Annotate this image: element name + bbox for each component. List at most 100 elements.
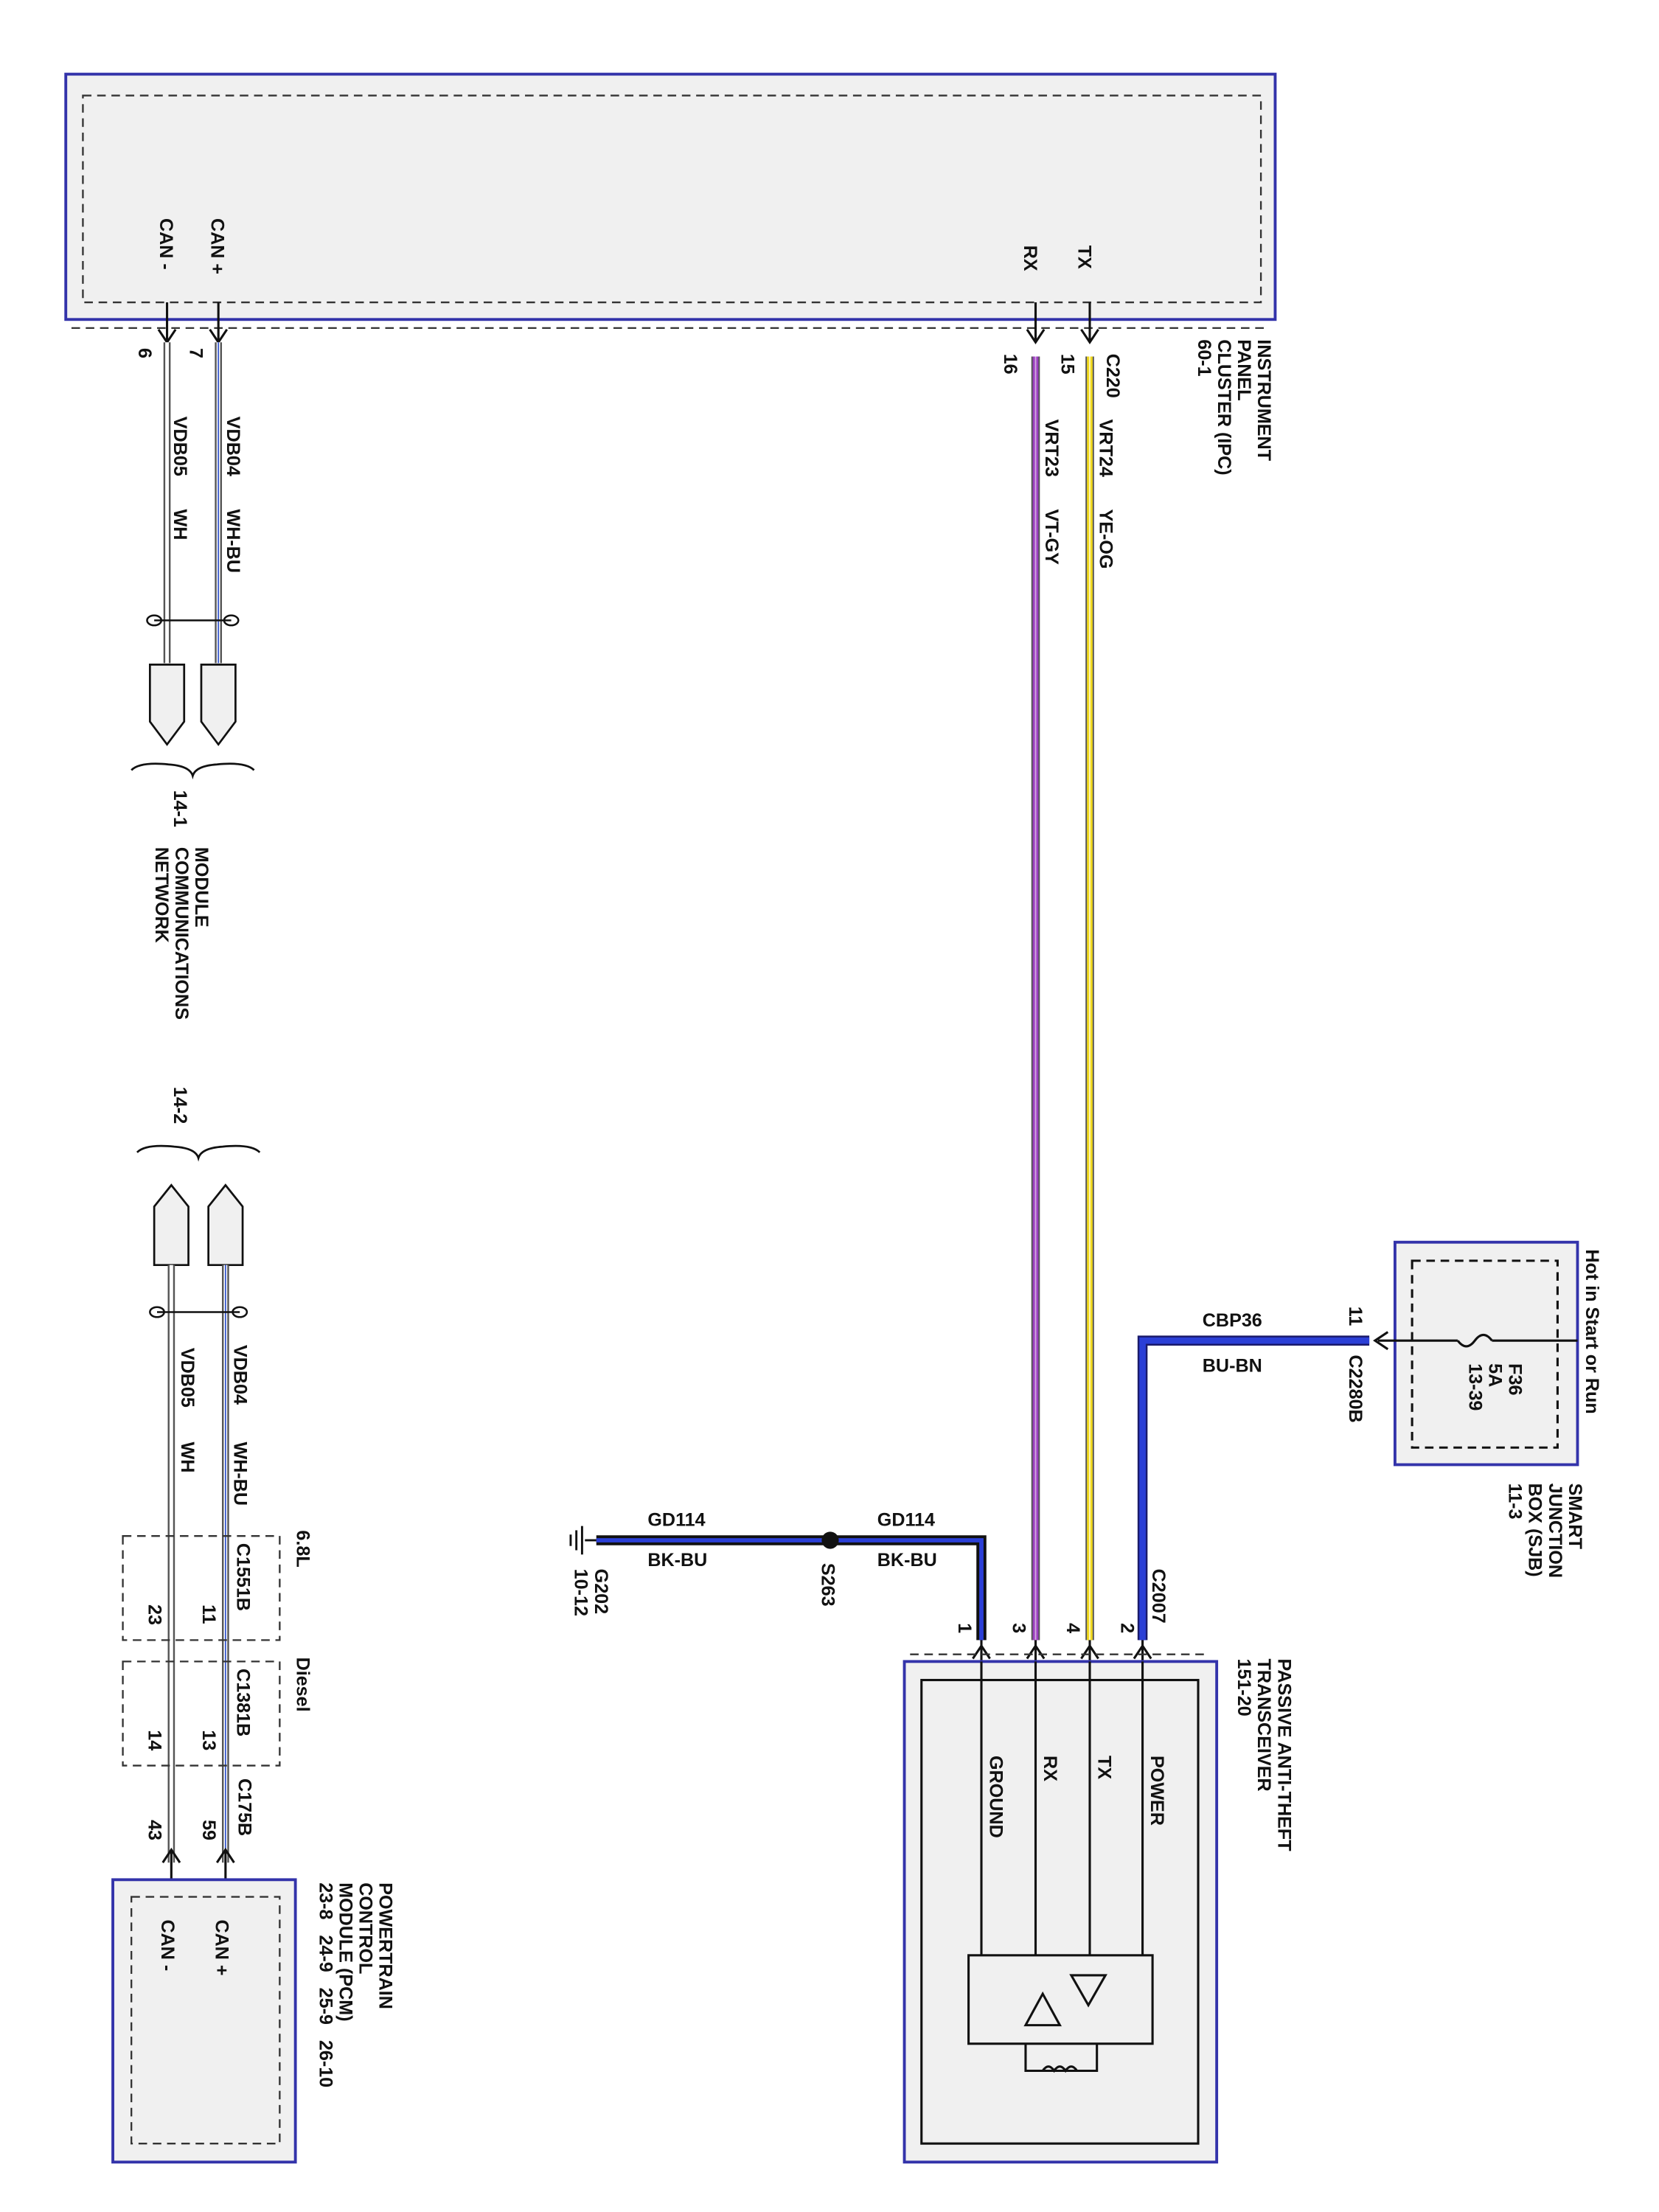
pcm-pin-number-43: 43: [144, 1820, 164, 1840]
sjb-name-line-1: SMART: [1565, 1484, 1585, 1550]
c1381b-pin-13: 13: [198, 1730, 219, 1750]
wire-vrt24-circuit: VRT24: [1096, 420, 1116, 477]
wire-gd114-circuit-left: GD114: [647, 1510, 705, 1531]
c1551b-connector: C1551B: [232, 1543, 253, 1611]
wire-cbp36: [1137, 1335, 1370, 1641]
sjb-name-line-4: 11-3: [1505, 1484, 1526, 1520]
splice-s263: [821, 1531, 839, 1549]
c1551b-pin-11: 11: [198, 1604, 219, 1624]
pats-pin-tx: TX: [1094, 1756, 1115, 1779]
ground-symbol-g202: [569, 1526, 597, 1555]
wire-gd114-color-right: BK-BU: [877, 1550, 937, 1571]
fuse-ref: 13-39: [1465, 1363, 1486, 1411]
can-wires-top: [146, 342, 240, 664]
rx-tx-wires: [1031, 356, 1094, 1641]
c1381b-connector: C1381B: [232, 1669, 253, 1736]
ipc-pin-number-16: 16: [1000, 354, 1020, 375]
wire-cbp36-color: BU-BN: [1203, 1356, 1262, 1377]
pcm-pin-can-plus: CAN +: [211, 1919, 232, 1975]
network-ref-bottom: 14-2: [170, 1087, 190, 1124]
ipc-pin-rx: RX: [1020, 246, 1040, 271]
wire-vdb05-color-top: WH: [170, 509, 190, 540]
fuse-id: F36: [1505, 1363, 1526, 1395]
ipc-label: INSTRUMENT PANEL CLUSTER (IPC) 60-1: [1194, 339, 1274, 475]
ipc-name-line-3: CLUSTER (IPC): [1214, 339, 1234, 475]
pcm-name-line-1: POWERTRAIN: [375, 1882, 396, 2009]
sjb-header: Hot in Start or Run: [1582, 1249, 1602, 1413]
wire-gd114-circuit-right: GD114: [877, 1510, 935, 1531]
ipc-name-line-1: INSTRUMENT: [1253, 339, 1274, 461]
splice-id: S263: [817, 1563, 838, 1607]
pcm-connector-c175b: C175B: [234, 1778, 254, 1836]
network-label-line-3: NETWORK: [151, 847, 172, 943]
pats-name-line-3: 151-20: [1234, 1659, 1254, 1717]
pcm-name-line-3: MODULE (PCM): [335, 1882, 356, 2021]
ipc-pin-number-7: 7: [185, 348, 206, 358]
pcm-pin-number-59: 59: [198, 1820, 219, 1840]
c1381b-variant: Diesel: [293, 1658, 313, 1712]
network-arrows-top: [148, 664, 237, 746]
wire-vdb05-circuit-top: VDB05: [170, 417, 190, 476]
pats-pin-ground: GROUND: [986, 1756, 1006, 1838]
pcm-label: POWERTRAIN CONTROL MODULE (PCM) 23-8 24-…: [316, 1882, 396, 2087]
c1551b-variant: 6.8L: [293, 1530, 313, 1567]
sjb-pin-11: 11: [1345, 1307, 1366, 1326]
sjb-name-line-2: JUNCTION: [1545, 1484, 1565, 1578]
pats-pin-number-2: 2: [1117, 1623, 1138, 1633]
pats-label: PASSIVE ANTI-THEFT TRANSCEIVER 151-20: [1234, 1659, 1294, 1852]
pats-pin-number-1: 1: [954, 1623, 975, 1633]
inline-connector-c1551b: [122, 1535, 281, 1641]
ipc-module: [64, 72, 1277, 330]
pcm-name-line-2: CONTROL: [355, 1882, 376, 1974]
can-wires-bottom: [149, 1265, 248, 1863]
sjb-module: [1393, 1240, 1579, 1467]
pats-pin-rx: RX: [1040, 1756, 1060, 1781]
pcm-module: [111, 1878, 297, 2164]
pats-terminals: [972, 1640, 1152, 1662]
network-label-line-1: MODULE: [191, 847, 212, 928]
wire-vdb04-color-bottom: WH-BU: [229, 1442, 250, 1506]
network-brace-bottom: [136, 1144, 261, 1162]
pats-module: [902, 1653, 1219, 2164]
c1381b-pin-14: 14: [144, 1730, 164, 1750]
wire-vdb04-color-top: WH-BU: [223, 509, 243, 574]
ipc-pin-can-plus: CAN +: [207, 218, 228, 274]
pats-connector-c2007: C2007: [1148, 1569, 1169, 1624]
pats-pin-number-4: 4: [1062, 1623, 1083, 1633]
c1551b-pin-23: 23: [144, 1604, 164, 1625]
sjb-connector-c2280b: C2280B: [1345, 1355, 1366, 1423]
network-brace-top: [131, 762, 255, 780]
pcm-name-line-4: 23-8 24-9 25-9 26-10: [316, 1882, 336, 2087]
inline-connector-c1381b: [122, 1660, 281, 1767]
sjb-name-line-3: BOX (SJB): [1525, 1484, 1545, 1577]
pats-pin-number-3: 3: [1009, 1623, 1029, 1633]
wire-vdb04-circuit-bottom: VDB04: [229, 1345, 250, 1405]
network-ref-top: 14-1: [170, 790, 190, 827]
ipc-pin-can-minus: CAN -: [156, 218, 176, 270]
wire-vdb05-circuit-bottom-label: VDB05: [177, 1348, 198, 1408]
fuse-rating: 5A: [1485, 1363, 1506, 1387]
wire-gd114: [596, 1535, 987, 1641]
ipc-pin-number-6: 6: [134, 348, 155, 358]
wire-vdb05-color-bottom: WH: [177, 1442, 198, 1473]
pats-name-line-2: TRANSCEIVER: [1253, 1659, 1274, 1792]
ipc-pin-number-15: 15: [1057, 354, 1077, 375]
wire-cbp36-circuit: CBP36: [1203, 1310, 1262, 1331]
network-arrows-bottom: [153, 1183, 244, 1267]
ipc-pin-tx: TX: [1074, 246, 1095, 269]
wire-vrt23-color: VT-GY: [1041, 509, 1062, 566]
ipc-connector-c220: C220: [1102, 354, 1123, 398]
wire-vrt24-color: YE-OG: [1096, 509, 1116, 569]
fuse-f36: [1373, 1331, 1578, 1351]
pats-pin-power: POWER: [1147, 1756, 1167, 1826]
ground-ref: 10-12: [571, 1569, 591, 1616]
ipc-name-line-2: PANEL: [1234, 339, 1254, 400]
network-label-line-2: COMMUNICATIONS: [171, 847, 192, 1020]
wire-vdb04-circuit-top: VDB04: [223, 417, 243, 476]
pats-name-line-1: PASSIVE ANTI-THEFT: [1273, 1659, 1294, 1852]
wire-gd114-color-left: BK-BU: [647, 1550, 707, 1571]
wire-vrt23-circuit: VRT23: [1041, 420, 1062, 477]
ground-id: G202: [591, 1569, 611, 1614]
ipc-name-line-4: 60-1: [1194, 339, 1214, 376]
